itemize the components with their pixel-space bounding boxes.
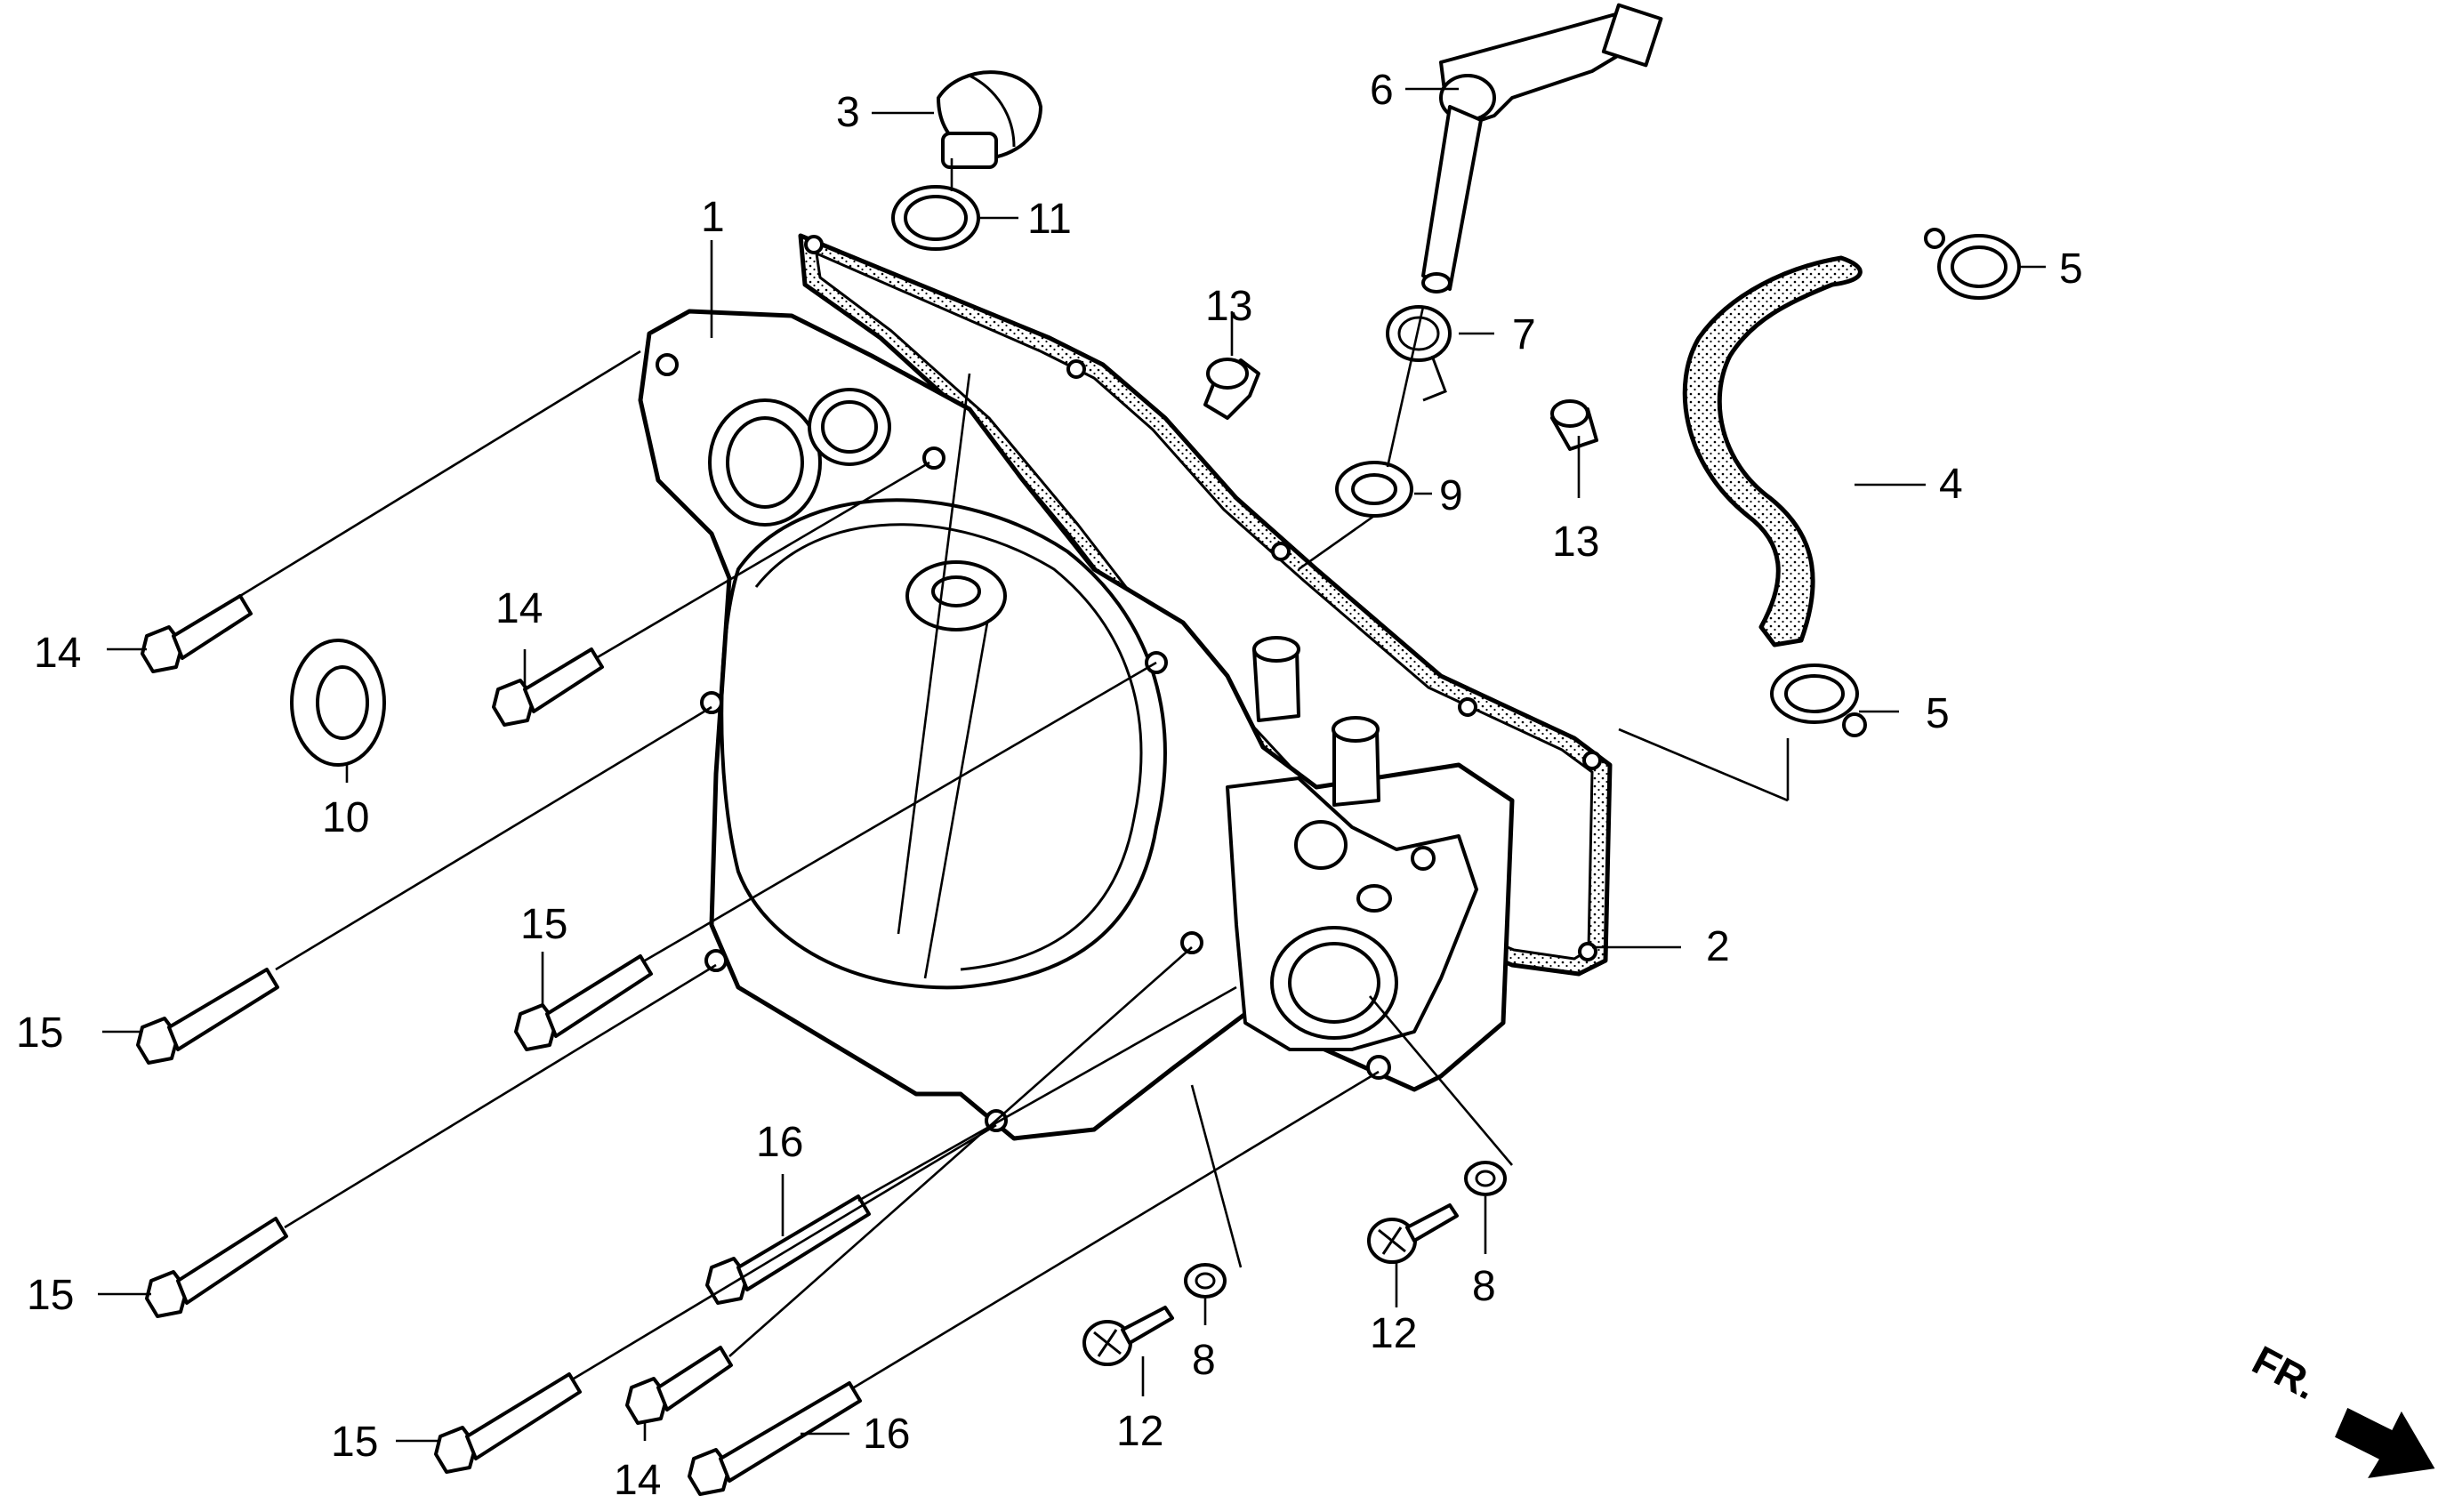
label-part-5-lower: 5 (1926, 690, 1950, 737)
label-part-4: 4 (1939, 461, 1963, 508)
label-part-9: 9 (1439, 472, 1463, 519)
label-part-14-upper: 14 (34, 630, 81, 677)
o-ring (891, 185, 980, 251)
label-part-10: 10 (322, 794, 369, 841)
label-part-12-right: 12 (1370, 1310, 1417, 1357)
label-part-16-mid: 16 (756, 1119, 803, 1166)
flange-bolt (136, 594, 871, 1496)
oil-seal (290, 461, 1413, 767)
right-crankcase-cover (638, 309, 1515, 1141)
front-direction-marker: FR. (2245, 1337, 2435, 1478)
front-label: FR. (2245, 1337, 2325, 1409)
label-part-13-left: 13 (1205, 283, 1252, 330)
label-part-14-bottom: 14 (614, 1457, 661, 1504)
drain-screw (1082, 1203, 1459, 1366)
leader-lines (98, 87, 2046, 1443)
dowel-pin (1203, 358, 1598, 451)
label-part-16-bottom: 16 (863, 1411, 910, 1458)
label-part-2: 2 (1706, 923, 1730, 970)
sealing-washer (1184, 1161, 1507, 1299)
label-part-15-bottom: 15 (331, 1419, 378, 1466)
clutch-lifter-arm (1421, 3, 1663, 294)
label-part-14-mid: 14 (495, 585, 543, 632)
label-part-8-lower: 8 (1192, 1337, 1216, 1384)
front-arrow-icon (2335, 1407, 2435, 1478)
label-part-5-upper: 5 (2059, 245, 2083, 293)
part-number-labels: 1 2 3 4 5 5 6 7 8 8 9 10 11 12 12 13 13 … (16, 67, 2083, 1504)
oil-filler-cap (937, 70, 1042, 169)
label-part-15-left: 15 (16, 1009, 63, 1057)
label-part-1: 1 (701, 194, 725, 241)
label-part-6: 6 (1370, 67, 1394, 114)
water-hose (1682, 255, 1863, 647)
label-part-15-lower: 15 (27, 1272, 74, 1319)
label-part-12-lower: 12 (1116, 1408, 1163, 1455)
label-part-8-right: 8 (1472, 1263, 1496, 1310)
label-part-15-mid: 15 (520, 901, 567, 948)
hose-clamp (1770, 228, 2021, 737)
return-spring (1386, 305, 1452, 402)
label-part-11: 11 (1027, 196, 1072, 243)
label-part-7: 7 (1512, 311, 1536, 358)
label-part-13-right: 13 (1552, 519, 1599, 566)
label-part-3: 3 (836, 89, 860, 136)
